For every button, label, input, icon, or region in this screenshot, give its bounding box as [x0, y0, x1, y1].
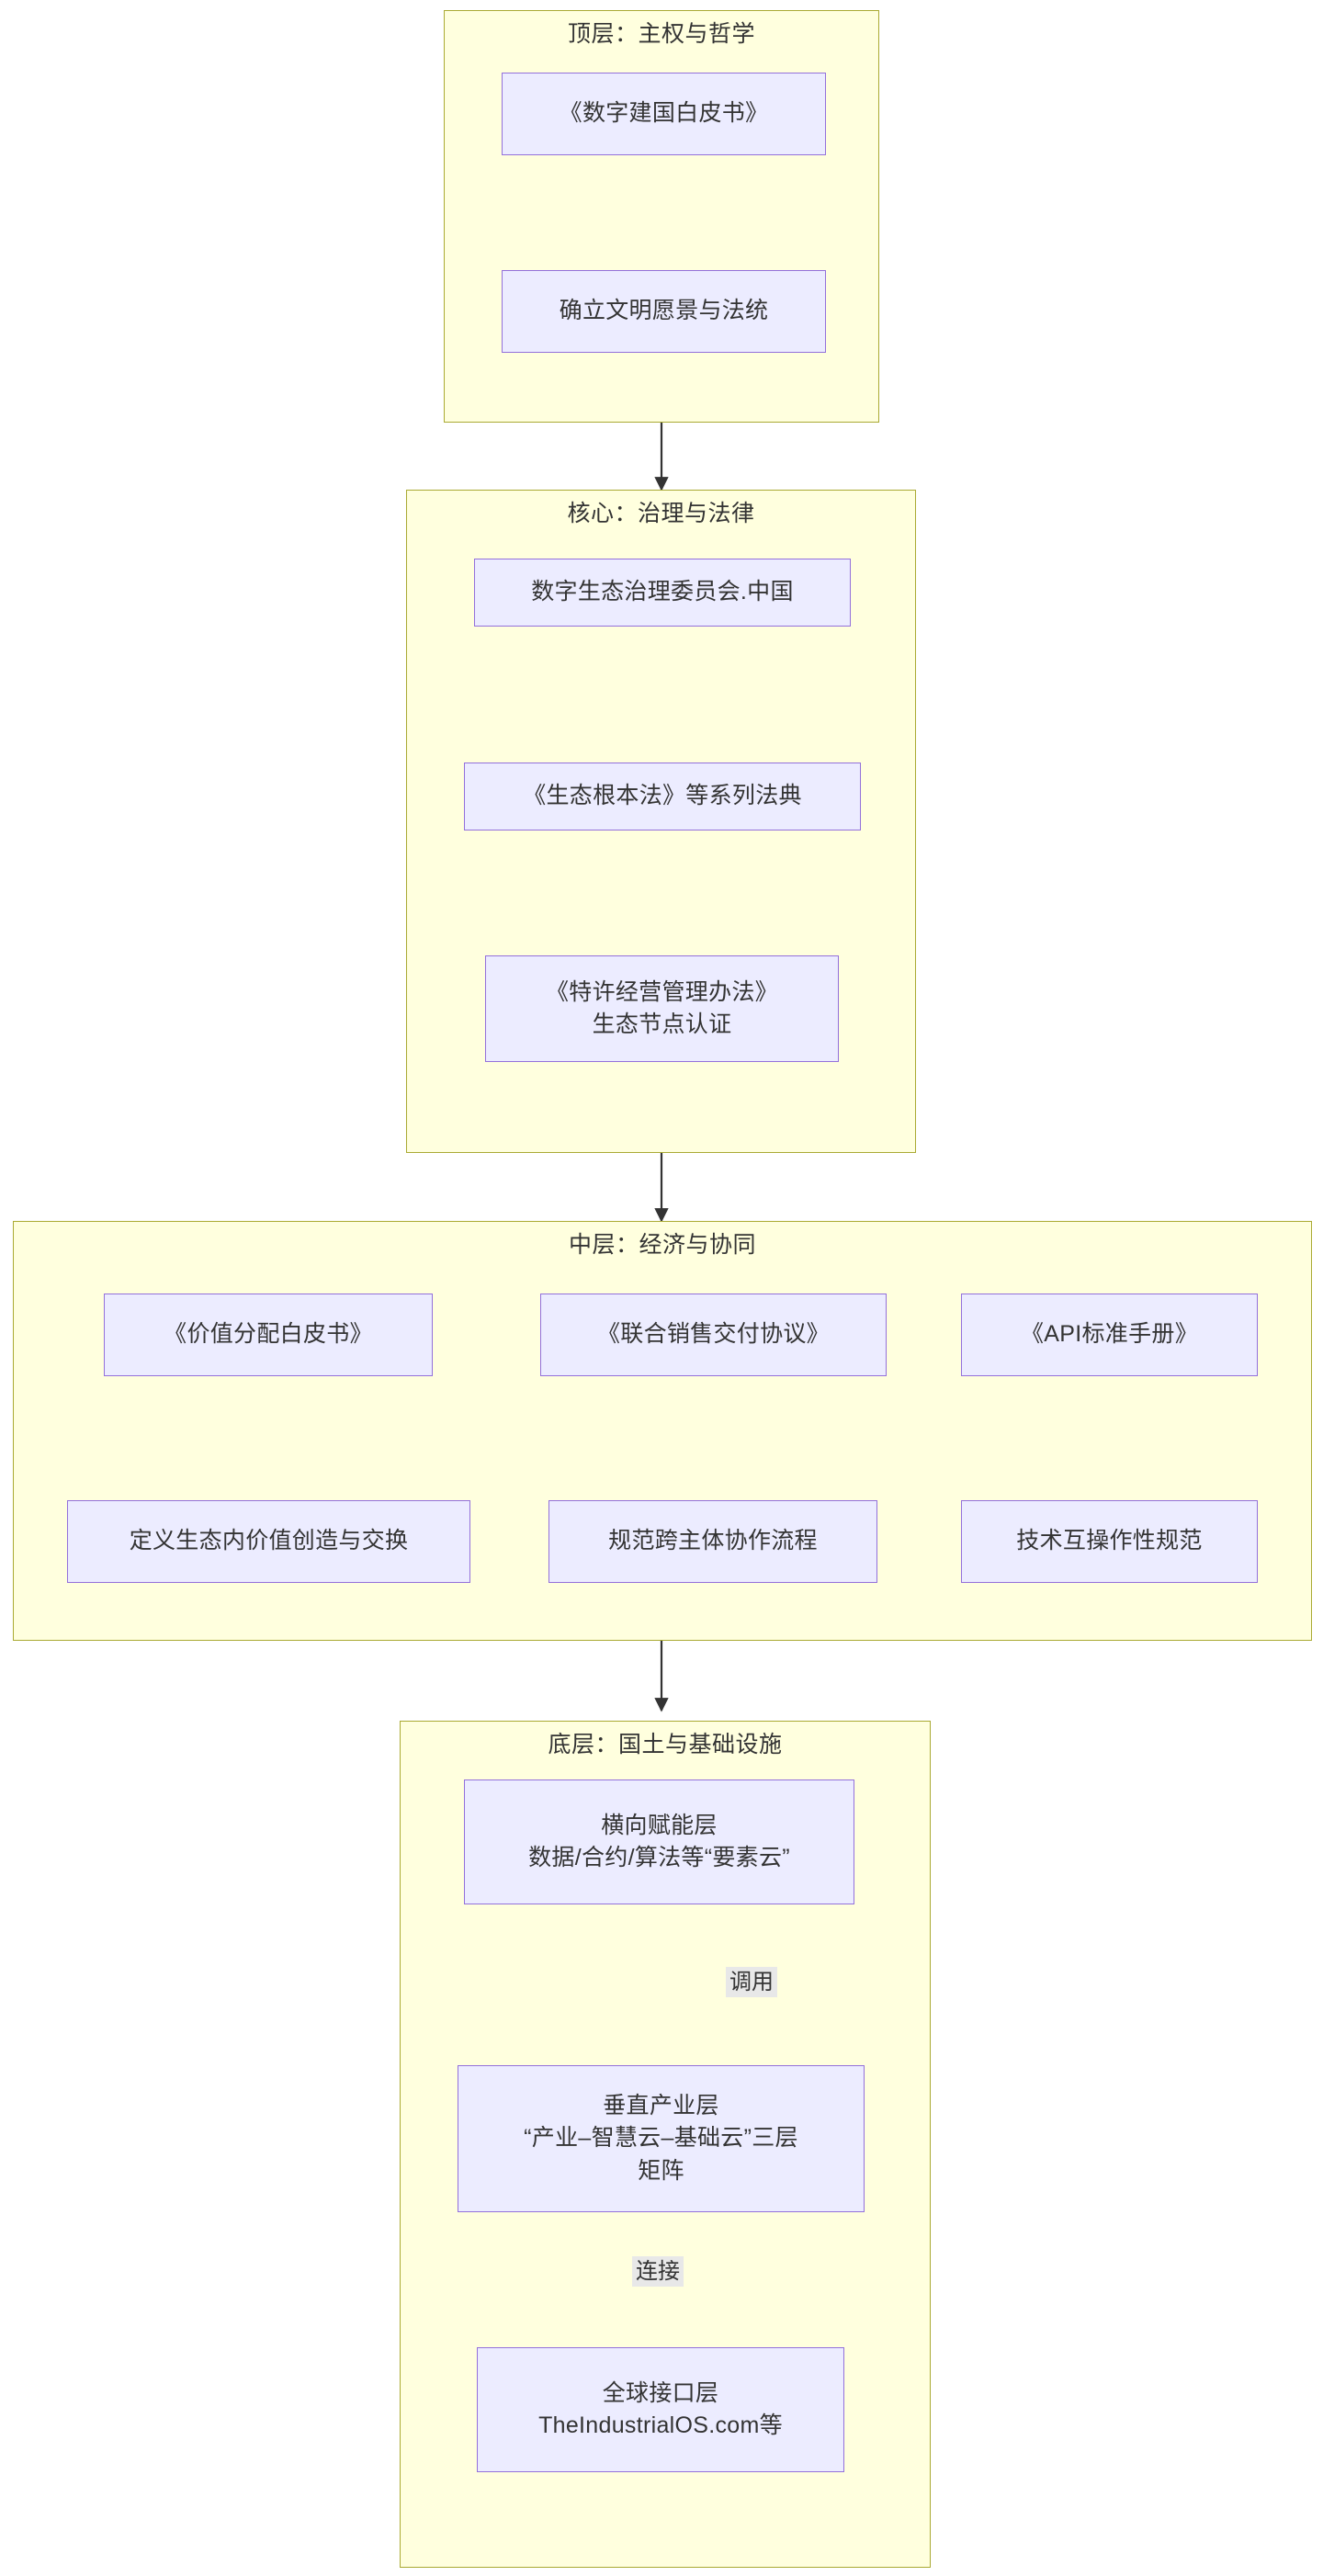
cluster-middle-title: 中层：经济与协同	[568, 1232, 756, 1258]
edge-label-call: 调用	[726, 1967, 777, 1998]
node-doc-white-paper-line-1: 《数字建国白皮书》	[559, 100, 769, 127]
node-effect-vision[interactable]: 确立文明愿景与法统	[502, 270, 826, 353]
node-doc-api-line-1: 《API标准手册》	[1021, 1321, 1198, 1348]
node-effect-api[interactable]: 技术互操作性规范	[961, 1500, 1258, 1583]
node-org-committee[interactable]: 数字生态治理委员会.中国	[474, 559, 851, 627]
node-vertical-layer-line-2: “产业–智慧云–基础云”三层	[524, 2125, 798, 2152]
node-org-committee-line-1: 数字生态治理委员会.中国	[531, 579, 794, 605]
node-horizontal-layer[interactable]: 横向赋能层 数据/合约/算法等“要素云”	[464, 1779, 854, 1904]
node-effect-value[interactable]: 定义生态内价值创造与交换	[67, 1500, 470, 1583]
node-doc-sales[interactable]: 《联合销售交付协议》	[540, 1294, 887, 1376]
node-effect-vision-line-1: 确立文明愿景与法统	[559, 298, 769, 324]
cluster-top-title: 顶层：主权与哲学	[567, 21, 755, 47]
cluster-bottom-title: 底层：国土与基础设施	[548, 1732, 783, 1757]
node-franchise-rules-line-2: 生态节点认证	[592, 1011, 732, 1037]
node-doc-api[interactable]: 《API标准手册》	[961, 1294, 1258, 1376]
node-vertical-layer[interactable]: 垂直产业层 “产业–智慧云–基础云”三层 矩阵	[458, 2065, 865, 2212]
node-effect-api-line-1: 技术互操作性规范	[1016, 1528, 1203, 1554]
node-law-codes[interactable]: 《生态根本法》等系列法典	[464, 763, 861, 830]
node-law-codes-line-1: 《生态根本法》等系列法典	[523, 783, 802, 809]
node-effect-value-line-1: 定义生态内价值创造与交换	[129, 1528, 409, 1554]
node-doc-value[interactable]: 《价值分配白皮书》	[104, 1294, 433, 1376]
node-effect-sales[interactable]: 规范跨主体协作流程	[548, 1500, 877, 1583]
node-horizontal-layer-line-2: 数据/合约/算法等“要素云”	[528, 1845, 790, 1870]
node-global-interface-line-2: TheIndustrialOS.com等	[538, 2412, 783, 2438]
node-global-interface[interactable]: 全球接口层 TheIndustrialOS.com等	[477, 2347, 844, 2472]
node-horizontal-layer-line-1: 横向赋能层	[601, 1812, 718, 1838]
node-global-interface-line-1: 全球接口层	[602, 2379, 719, 2406]
cluster-core-title: 核心：治理与法律	[567, 501, 755, 526]
node-vertical-layer-line-3: 矩阵	[638, 2157, 684, 2184]
node-franchise-rules-line-1: 《特许经营管理办法》	[545, 978, 778, 1005]
node-doc-value-line-1: 《价值分配白皮书》	[164, 1321, 373, 1348]
node-franchise-rules[interactable]: 《特许经营管理办法》 生态节点认证	[485, 955, 839, 1062]
node-effect-sales-line-1: 规范跨主体协作流程	[608, 1528, 818, 1554]
node-doc-sales-line-1: 《联合销售交付协议》	[596, 1321, 830, 1348]
node-vertical-layer-line-1: 垂直产业层	[603, 2092, 719, 2118]
node-doc-white-paper[interactable]: 《数字建国白皮书》	[502, 73, 826, 155]
edge-label-connect: 连接	[632, 2256, 684, 2288]
